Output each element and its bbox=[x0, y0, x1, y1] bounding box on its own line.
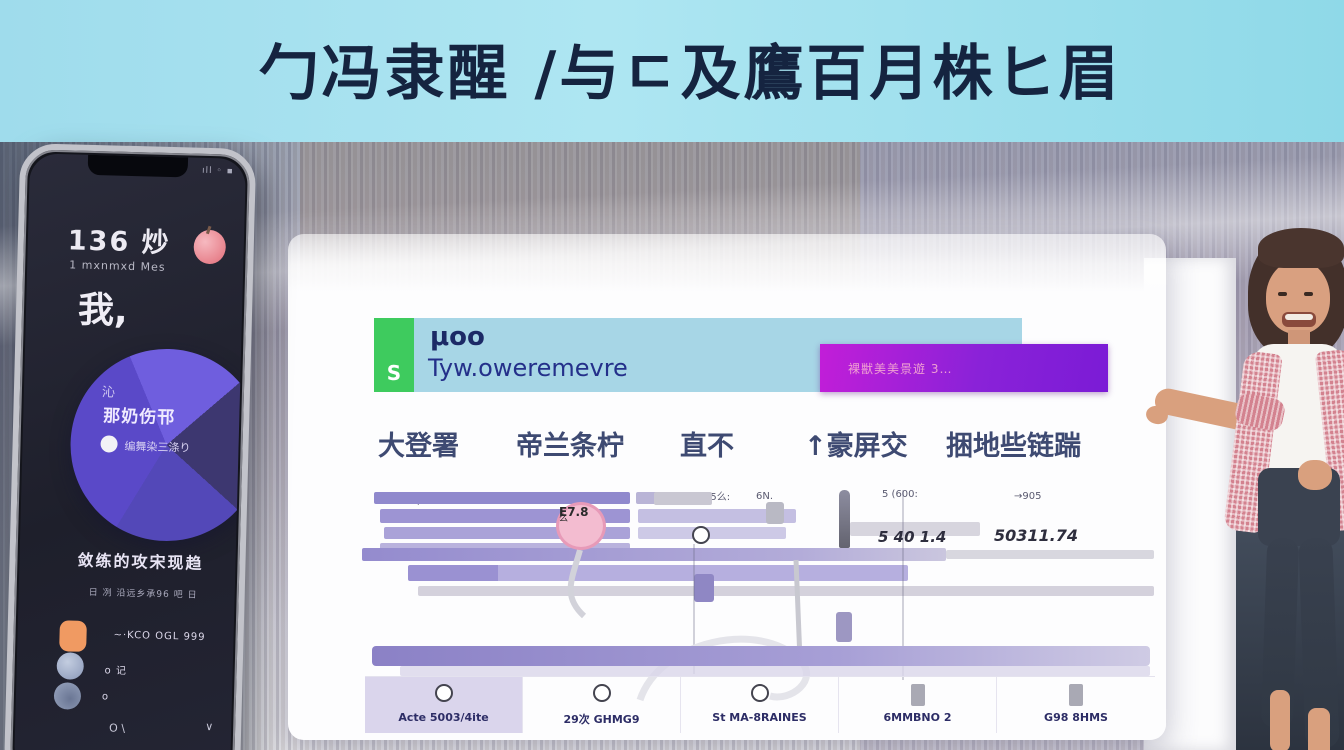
footer-item-2[interactable]: 29次 GHMG9 bbox=[523, 677, 681, 733]
smartphone: ıll ◦ ▪ 136 炒 1 mxnmxd Mes 我, 沁 那奶伤邗 编舞染… bbox=[3, 143, 257, 750]
woman-ankle bbox=[1308, 708, 1330, 750]
cell-value-5: 50311.74 bbox=[994, 526, 1079, 545]
footer-item-1[interactable]: Acte 5003/4ite bbox=[365, 677, 523, 733]
data-bar bbox=[850, 522, 980, 536]
table-row-bar bbox=[418, 586, 1154, 596]
footer-item-5[interactable]: G98 8HMS bbox=[997, 677, 1155, 733]
grid-line bbox=[902, 490, 904, 680]
phone-bottom-glyph-left: O \ bbox=[108, 721, 126, 735]
sublabel-2b: 6N. bbox=[756, 491, 774, 502]
woman-fist bbox=[1298, 460, 1332, 490]
title-band bbox=[0, 0, 1344, 142]
list-item[interactable]: ~·KCO OGL 999 bbox=[113, 629, 206, 644]
column-header-5[interactable]: 捆地些链踹 bbox=[946, 431, 1081, 462]
woman-eye bbox=[1304, 292, 1313, 296]
column-header-1[interactable]: 大登署 bbox=[378, 431, 459, 462]
footer-item-label: 29次 GHMG9 bbox=[563, 713, 640, 726]
woman-teeth bbox=[1285, 314, 1313, 320]
footer-item-label: 6MMBNO 2 bbox=[883, 711, 952, 724]
table-row-bar bbox=[946, 550, 1154, 559]
promo-ribbon-text: 裸獣美美景遊 3… bbox=[848, 362, 953, 376]
phone-notch bbox=[87, 154, 189, 178]
summary-bar bbox=[372, 646, 1150, 666]
sticker-badge-value: E7.8 bbox=[559, 505, 589, 519]
sublabel-4: 5 (600: bbox=[882, 489, 918, 500]
phone-section-caption: 敛练的攻宋现趋 bbox=[77, 550, 204, 573]
grid-line bbox=[693, 544, 695, 674]
footer-item-label: Acte 5003/4ite bbox=[398, 711, 489, 724]
peach-stem bbox=[205, 225, 212, 235]
sublabel-5: →905 bbox=[1014, 491, 1042, 502]
app-list-icon-blue bbox=[56, 652, 85, 680]
list-item[interactable]: o 记 bbox=[104, 665, 128, 677]
footer-item-label: G98 8HMS bbox=[1044, 711, 1108, 724]
footer-nav: Acte 5003/4ite 29次 GHMG9 St MA-8RAINES 6… bbox=[365, 676, 1155, 733]
page-title: 勹冯隶醒 /与ㄷ及鷹百月株ヒ眉 bbox=[258, 39, 1122, 109]
table-row-bar bbox=[362, 548, 946, 561]
status-bar-icons: ıll ◦ ▪ bbox=[201, 165, 234, 177]
footer-item-label: St MA-8RAINES bbox=[712, 711, 807, 724]
data-bar bbox=[638, 527, 786, 539]
cell-value-4: 5 40 1.4 bbox=[878, 528, 947, 546]
list-item[interactable]: o bbox=[101, 691, 110, 703]
phone-headline: 我, bbox=[77, 289, 129, 332]
sticker-badge: 么 E7.8 bbox=[556, 502, 606, 550]
marker-block bbox=[836, 612, 852, 642]
footer-bar-icon bbox=[910, 684, 925, 706]
dashboard-title: μoo bbox=[430, 322, 485, 352]
dashboard-subtitle: Tyw.oweremevre bbox=[428, 354, 628, 382]
data-bar bbox=[638, 509, 796, 523]
table-row-bar bbox=[408, 565, 908, 581]
woman-hair-fringe bbox=[1258, 228, 1344, 268]
phone-bottom-glyph-right: ∨ bbox=[205, 720, 214, 734]
phone-screen: ıll ◦ ▪ 136 炒 1 mxnmxd Mes 我, 沁 那奶伤邗 编舞染… bbox=[13, 153, 247, 750]
sticker-badge-top: 么 bbox=[559, 514, 569, 524]
clip-icon bbox=[766, 502, 784, 524]
app-list-icon-moon bbox=[53, 682, 82, 710]
summary-bar bbox=[400, 666, 1150, 676]
column-header-4[interactable]: ↑豪屏交 bbox=[804, 431, 908, 462]
sublabel-2a: 45么: bbox=[704, 492, 731, 503]
dashboard-panel: S μoo Tyw.oweremevre 裸獣美美景遊 3… 大登署 帝兰条柠 … bbox=[288, 234, 1166, 740]
phone-stat-value: 136 炒 bbox=[67, 225, 172, 259]
pie-label-main: 那奶伤邗 bbox=[103, 406, 176, 429]
pie-label-small: 沁 bbox=[101, 385, 116, 401]
column-header-3[interactable]: 直不 bbox=[680, 431, 734, 462]
data-bar bbox=[654, 492, 712, 505]
promo-ribbon[interactable]: 裸獣美美景遊 3… bbox=[820, 344, 1108, 392]
woman-smile bbox=[1282, 312, 1316, 327]
footer-item-4[interactable]: 6MMBNO 2 bbox=[839, 677, 997, 733]
stylus-pen bbox=[839, 490, 850, 548]
column-header-2[interactable]: 帝兰条柠 bbox=[516, 431, 624, 462]
footer-circle-icon bbox=[434, 684, 453, 702]
footer-item-3[interactable]: St MA-8RAINES bbox=[681, 677, 839, 733]
footer-circle-icon bbox=[592, 684, 611, 702]
phone-section-subcaption: 日 冽 沿远乡承96 吧 日 bbox=[88, 587, 198, 601]
footer-bar-icon bbox=[1069, 684, 1083, 706]
data-bar bbox=[374, 492, 630, 504]
app-logo-badge: S bbox=[374, 318, 414, 392]
presenter-woman bbox=[1140, 220, 1344, 750]
app-list-icon-orange bbox=[59, 620, 87, 652]
woman-neck bbox=[1288, 330, 1310, 348]
radio-marker[interactable] bbox=[692, 526, 710, 544]
peach-icon[interactable] bbox=[193, 225, 227, 265]
woman-eye bbox=[1278, 292, 1287, 296]
pie-legend: 编舞染三涤り bbox=[124, 439, 191, 455]
woman-ankle bbox=[1270, 690, 1290, 750]
phone-stat-caption: 1 mxnmxd Mes bbox=[69, 258, 166, 274]
marker-block bbox=[694, 574, 714, 602]
footer-circle-icon bbox=[750, 684, 769, 702]
